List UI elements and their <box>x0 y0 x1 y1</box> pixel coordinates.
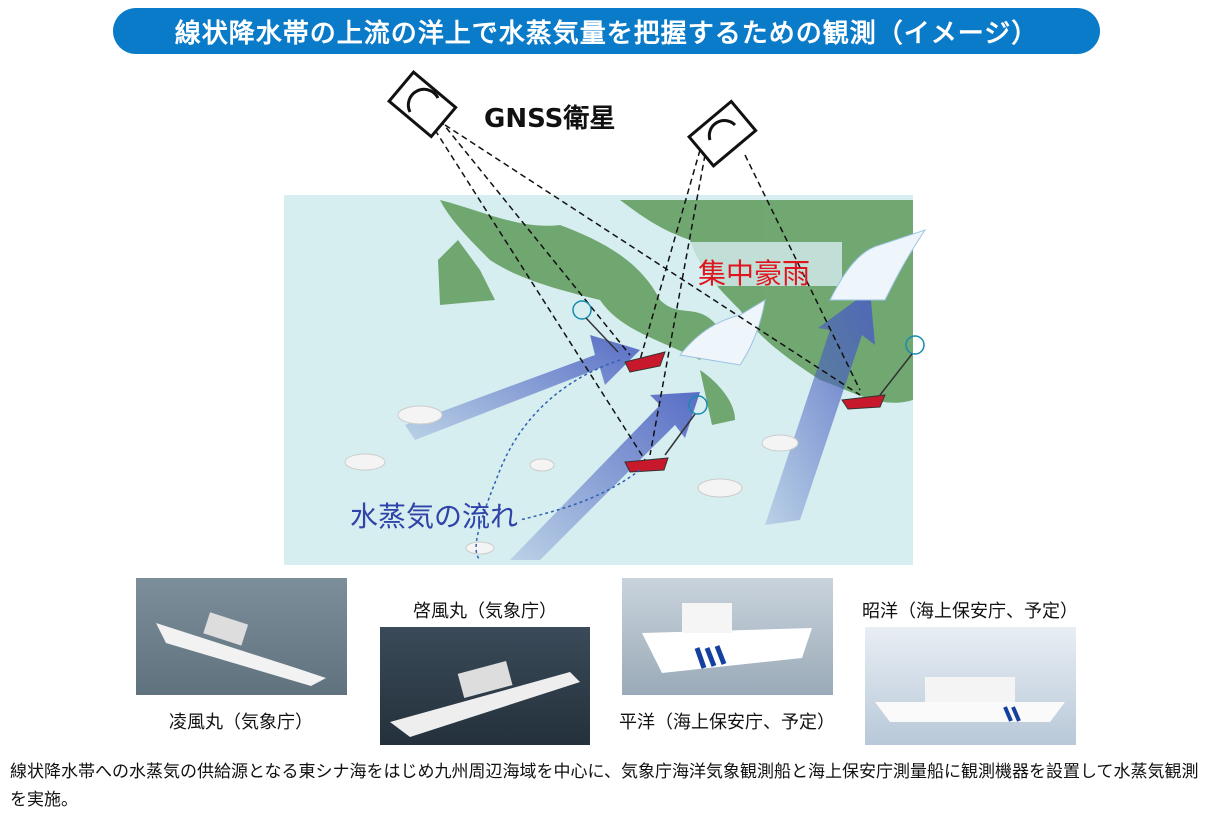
buoy-tethers <box>475 300 925 561</box>
observation-illustration <box>284 69 927 565</box>
gnss-satellite-label: GNSS衛星 <box>484 104 616 134</box>
small-clouds <box>344 405 799 555</box>
rain-clouds <box>679 229 927 366</box>
ship-photo-ryofu-maru <box>136 578 347 695</box>
ship-caption: 昭洋（海上保安庁、予定） <box>862 601 1078 622</box>
satellite-icon <box>386 69 458 139</box>
ship-markers <box>624 351 886 473</box>
page-title: 線状降水帯の上流の洋上で水蒸気量を把握するための観測（イメージ） <box>113 8 1100 54</box>
moisture-flow-label: 水蒸気の流れ <box>350 500 519 533</box>
signal-lines <box>434 119 861 461</box>
ship-photo-keifu-maru <box>380 627 590 745</box>
ship-photo-shoyo <box>865 627 1076 745</box>
satellite-icon <box>686 99 758 169</box>
description-text: 線状降水帯への水蒸気の供給源となる東シナ海をはじめ九州周辺海域を中心に、気象庁海… <box>10 762 1199 810</box>
ship-caption: 啓風丸（気象庁） <box>413 601 557 622</box>
heavy-rain-label: 集中豪雨 <box>698 257 811 290</box>
ship-caption: 平洋（海上保安庁、予定） <box>619 712 835 733</box>
moisture-flow-arrows <box>405 290 875 560</box>
ship-photo-heiyo <box>622 578 833 695</box>
ship-caption: 凌風丸（気象庁） <box>169 712 313 733</box>
